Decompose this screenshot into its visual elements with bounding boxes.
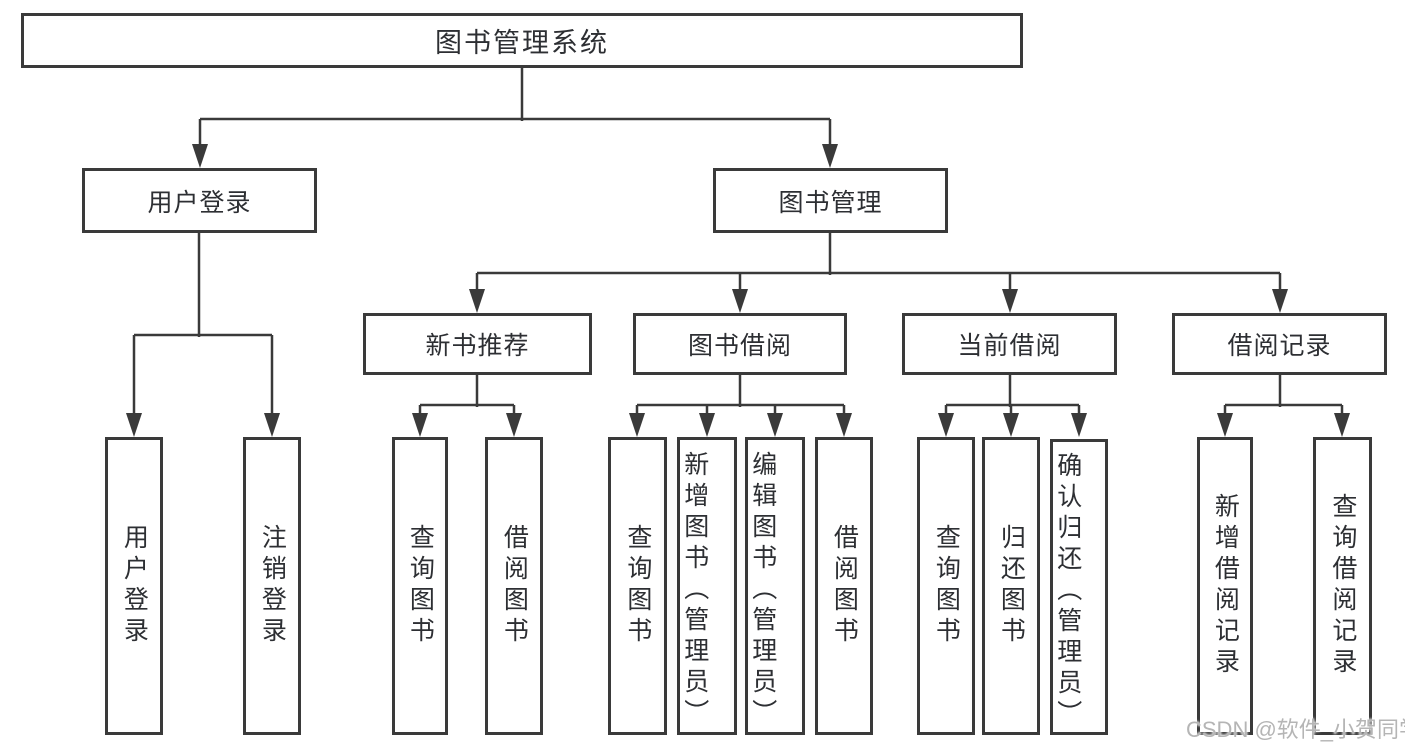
leaf-confirm-return-admin-label: 确认归还（管理员） [1053, 451, 1082, 731]
leaf-logout-login: 注销登录 [243, 437, 301, 735]
leaf-query-books-current: 查询图书 [917, 437, 975, 735]
leaf-borrow-books-recommend-label: 借阅图书 [500, 524, 529, 648]
leaf-query-books-borrowing: 查询图书 [608, 437, 667, 735]
leaf-borrow-books-borrowing-label: 借阅图书 [830, 524, 859, 648]
branch-book-borrowing [629, 375, 852, 437]
branch-new-book-recommend [412, 375, 522, 437]
leaf-edit-books-admin-label: 编辑图书（管理员） [748, 450, 777, 730]
leaf-edit-books-admin: 编辑图书（管理员） [745, 437, 805, 735]
leaf-query-borrow-record: 查询借阅记录 [1313, 437, 1372, 735]
branch-user-login [126, 233, 280, 437]
node-book-management: 图书管理 [713, 168, 948, 233]
leaf-borrow-books-recommend: 借阅图书 [485, 437, 543, 735]
leaf-return-books: 归还图书 [982, 437, 1040, 735]
node-user-login: 用户登录 [82, 168, 317, 233]
leaf-confirm-return-admin: 确认归还（管理员） [1050, 439, 1108, 735]
leaf-user-login: 用户登录 [105, 437, 163, 735]
node-book-borrowing: 图书借阅 [633, 313, 847, 375]
leaf-user-login-label: 用户登录 [120, 524, 149, 648]
leaf-query-books-current-label: 查询图书 [932, 524, 961, 648]
branch-current-borrowing [938, 375, 1087, 437]
csdn-watermark: CSDN @软件_小贺同学 [1186, 717, 1405, 742]
leaf-add-borrow-record: 新增借阅记录 [1197, 437, 1253, 735]
leaf-query-books-borrowing-label: 查询图书 [623, 524, 652, 648]
branch-borrowing-records [1217, 375, 1350, 437]
leaf-add-books-admin-label: 新增图书（管理员） [680, 450, 709, 730]
node-current-borrowing: 当前借阅 [902, 313, 1117, 375]
leaf-add-borrow-record-label: 新增借阅记录 [1211, 493, 1240, 679]
leaf-borrow-books-borrowing: 借阅图书 [815, 437, 873, 735]
leaf-query-borrow-record-label: 查询借阅记录 [1328, 493, 1357, 679]
leaf-logout-login-label: 注销登录 [258, 524, 287, 648]
node-borrowing-records: 借阅记录 [1172, 313, 1387, 375]
leaf-add-books-admin: 新增图书（管理员） [677, 437, 737, 735]
leaf-query-books-recommend-label: 查询图书 [406, 524, 435, 648]
leaf-return-books-label: 归还图书 [997, 524, 1026, 648]
leaf-query-books-recommend: 查询图书 [392, 437, 448, 735]
node-new-book-recommend: 新书推荐 [363, 313, 592, 375]
node-library-system: 图书管理系统 [21, 13, 1023, 68]
branch-book-management [469, 233, 1288, 313]
branch-root [192, 68, 838, 168]
